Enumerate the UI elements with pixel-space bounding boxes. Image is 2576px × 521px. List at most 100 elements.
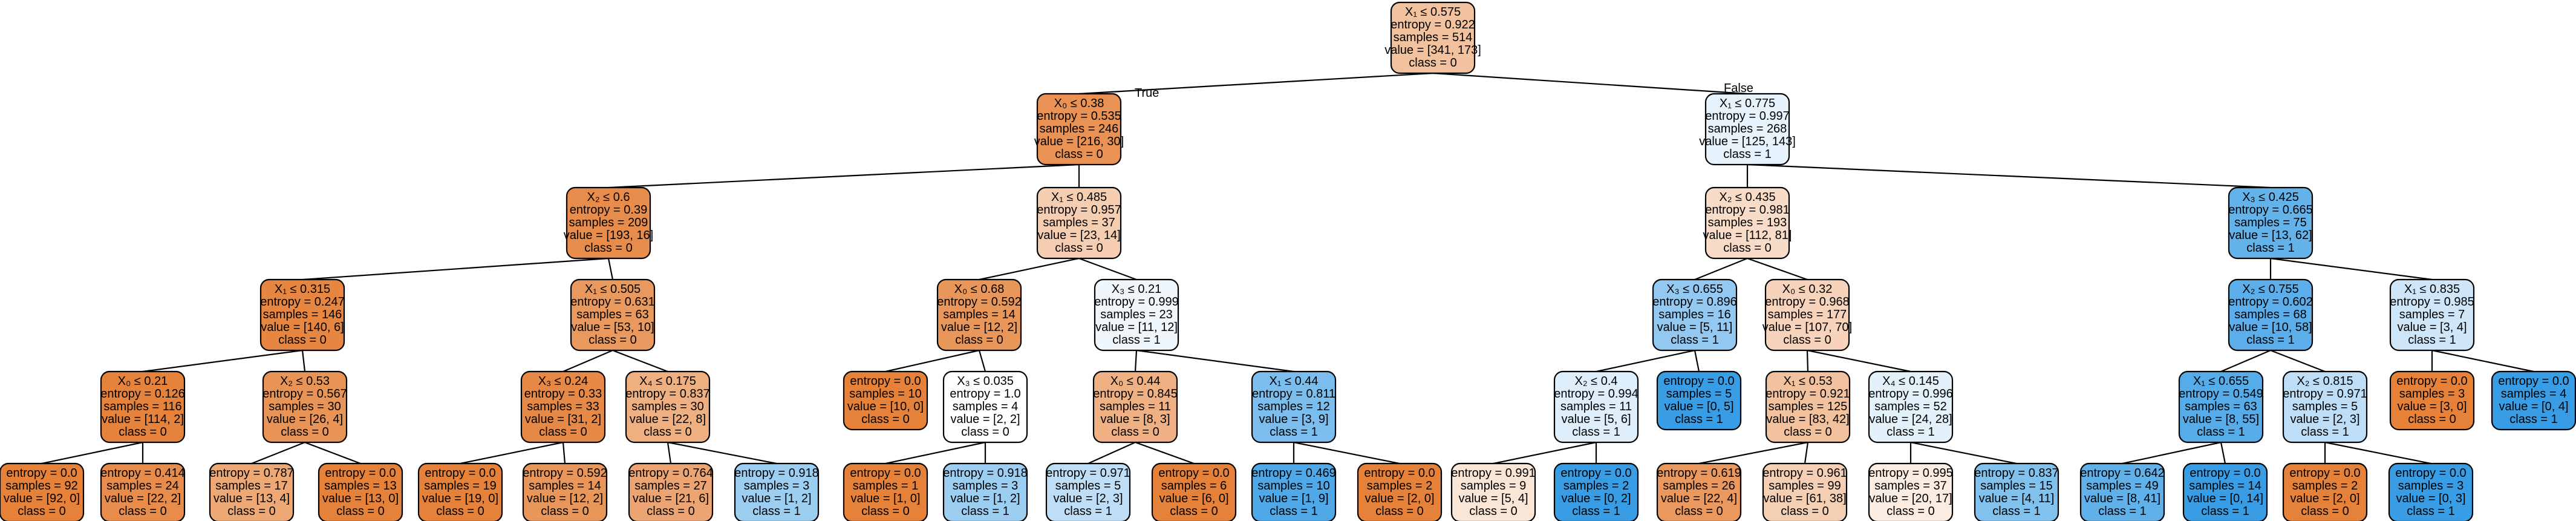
tree-edge <box>562 349 613 373</box>
node-text-line: samples = 2 <box>1367 479 1432 493</box>
node-text-line: X₀ ≤ 0.38 <box>1054 97 1104 110</box>
node-text-line: samples = 11 <box>1560 400 1632 413</box>
node-text-line: class = 1 <box>2407 505 2454 518</box>
node-box <box>1974 462 2059 521</box>
node-text-line: class = 0 <box>1170 505 1218 518</box>
node-text-line: entropy = 0.0 <box>1560 467 1631 480</box>
node-text-line: class = 1 <box>2098 505 2146 518</box>
node-text-line: samples = 14 <box>2189 479 2261 493</box>
node-text-line: samples = 209 <box>569 216 648 229</box>
node-box <box>2389 278 2475 352</box>
tree-edge <box>41 441 143 465</box>
node-text-line: class = 1 <box>1270 425 1317 439</box>
node-text-line: samples = 146 <box>263 308 342 321</box>
node-text-line: class = 0 <box>539 425 587 439</box>
node-text-line: samples = 37 <box>1043 216 1115 229</box>
tree-edge <box>979 257 1080 281</box>
node-text-line: X₃ ≤ 0.035 <box>957 375 1014 388</box>
node-text-line: samples = 15 <box>1980 479 2053 493</box>
tree-edge <box>607 258 614 280</box>
tree-edge <box>1747 163 2271 189</box>
node-text-line: samples = 92 <box>5 479 78 493</box>
node-text-line: samples = 125 <box>1769 400 1848 413</box>
node-text-line: samples = 24 <box>106 479 179 493</box>
node-text-line: value = [8, 3] <box>1100 413 1170 426</box>
node-text-line: class = 1 <box>2246 333 2294 347</box>
node-text-line: samples = 193 <box>1708 216 1787 229</box>
node-text-line: class = 0 <box>1886 505 1934 518</box>
node-text-line: samples = 7 <box>2399 308 2465 321</box>
node-text-line: entropy = 0.981 <box>1705 203 1790 217</box>
node-text-line: class = 0 <box>955 333 1003 347</box>
node-text-line: entropy = 0.0 <box>850 375 921 388</box>
node-text-line: X₂ ≤ 0.4 <box>1575 375 1618 388</box>
tree-edge <box>1136 349 1294 373</box>
node-text-line: X₃ ≤ 0.21 <box>1112 283 1162 296</box>
node-text-line: samples = 4 <box>2501 387 2566 401</box>
node-text-line: class = 0 <box>1675 505 1723 518</box>
node-text-line: entropy = 0.764 <box>628 467 713 480</box>
node-text-line: samples = 26 <box>1663 479 1735 493</box>
node-text-line: entropy = 0.837 <box>625 387 710 401</box>
node-box <box>100 370 186 444</box>
node-text-line: X₃ ≤ 0.24 <box>538 375 589 388</box>
node-text-line: samples = 10 <box>849 387 922 401</box>
node-box <box>1251 462 1337 521</box>
node-text-line: value = [107, 70] <box>1762 321 1852 334</box>
node-box <box>2491 370 2576 431</box>
node-box <box>1764 278 1850 352</box>
node-text-line: samples = 30 <box>269 400 341 413</box>
node-text-line: entropy = 0.642 <box>2080 467 2165 480</box>
node-text-line: value = [12, 2] <box>941 321 1017 334</box>
tree-edge <box>251 441 305 465</box>
node-text-line: samples = 6 <box>1161 479 1227 493</box>
node-box <box>0 462 85 521</box>
node-text-line: value = [26, 4] <box>267 413 343 426</box>
true-edge-label: True <box>1135 87 1159 100</box>
node-text-line: samples = 63 <box>576 308 649 321</box>
node-text-line: samples = 2 <box>2292 479 2358 493</box>
node-text-line: value = [21, 6] <box>633 492 709 505</box>
node-text-line: value = [23, 14] <box>1037 229 1120 242</box>
node-text-line: value = [2, 0] <box>1365 492 1434 505</box>
node-text-line: value = [10, 58] <box>2229 321 2312 334</box>
node-text-line: value = [24, 28] <box>1869 413 1952 426</box>
node-text-line: entropy = 0.602 <box>2228 295 2313 309</box>
tree-edge <box>562 442 566 464</box>
node-box <box>734 462 820 521</box>
node-text-line: class = 0 <box>1055 148 1103 161</box>
node-text-line: value = [3, 4] <box>2397 321 2467 334</box>
node-text-line: value = [22, 2] <box>105 492 181 505</box>
node-text-line: value = [31, 2] <box>525 413 601 426</box>
node-text-line: entropy = 0.126 <box>100 387 185 401</box>
node-text-line: X₄ ≤ 0.145 <box>1882 375 1939 388</box>
node-box <box>2389 370 2475 431</box>
node-text-line: class = 0 <box>861 413 909 426</box>
node-text-line: class = 0 <box>1375 505 1423 518</box>
node-text-line: class = 1 <box>2201 505 2249 518</box>
node-text-line: X₁ ≤ 0.505 <box>585 283 641 296</box>
node-text-line: value = [216, 30] <box>1034 135 1124 148</box>
node-text-line: class = 1 <box>1992 505 2040 518</box>
node-text-line: entropy = 0.0 <box>850 467 921 480</box>
node-box <box>209 462 295 521</box>
node-text-line: samples = 3 <box>744 479 809 493</box>
node-box <box>942 462 1028 521</box>
node-text-line: class = 1 <box>1671 333 1718 347</box>
node-text-line: value = [341, 173] <box>1384 44 1481 57</box>
node-text-line: value = [5, 11] <box>1657 321 1733 334</box>
node-text-line: samples = 33 <box>527 400 599 413</box>
